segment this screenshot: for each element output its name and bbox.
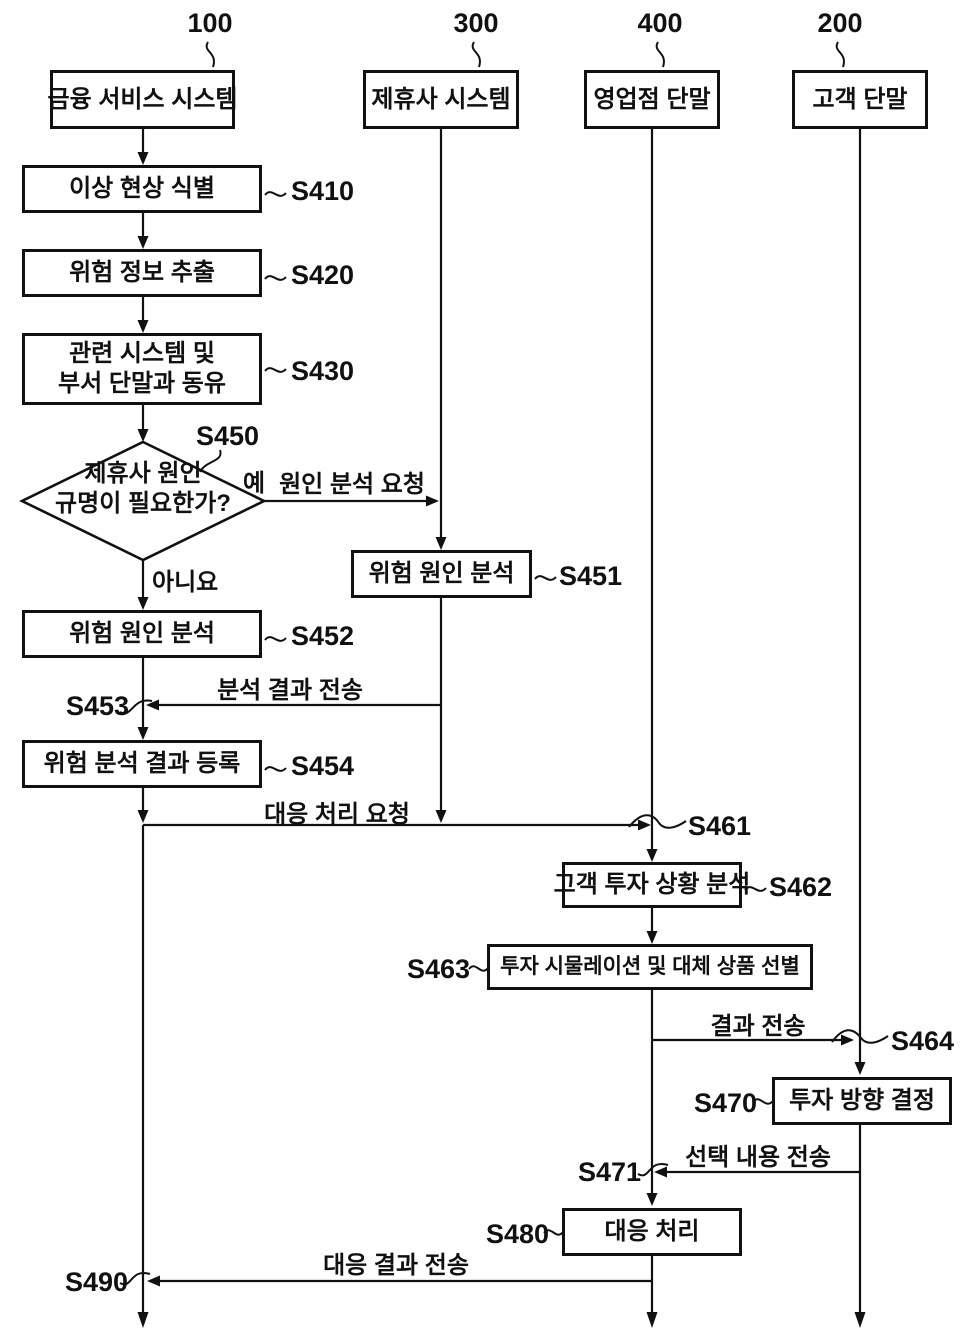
decision-diamond-s450 — [19, 440, 267, 562]
message-label-cause-request: 원인 분석 요청 — [279, 471, 425, 498]
step-label-s453: S453 — [66, 691, 130, 721]
step-label-s464: S464 — [891, 1026, 955, 1056]
actor-box-partner-system: 제휴사 시스템 — [363, 70, 519, 129]
message-label-s461: 대응 처리 요청 — [264, 801, 410, 828]
step-label-s471: S471 — [578, 1157, 642, 1187]
message-label-s453: 분석 결과 전송 — [217, 677, 363, 704]
ref-connector-100 — [205, 41, 215, 68]
ref-number-100: 100 — [187, 8, 233, 38]
squiggle-connectors — [119, 41, 889, 1286]
ref-connector-200 — [835, 41, 845, 68]
process-box-s470: 투자 방향 결정 — [772, 1077, 952, 1125]
process-box-s430-line1: 관련 시스템 및 — [69, 340, 215, 367]
step-label-s470: S470 — [694, 1088, 758, 1118]
message-label-s490: 대응 결과 전송 — [323, 1252, 469, 1279]
process-box-s420: 위험 정보 추출 — [22, 249, 262, 297]
step-label-s461: S461 — [688, 811, 752, 841]
ref-number-200: 200 — [817, 8, 863, 38]
ref-number-400: 400 — [637, 8, 683, 38]
process-box-s430-line2: 부서 단말과 동유 — [58, 370, 226, 397]
process-box-s410: 이상 현상 식별 — [22, 165, 262, 213]
lifelines — [141, 129, 862, 1313]
step-label-s454: S454 — [291, 751, 355, 781]
step-label-s490: S490 — [65, 1267, 129, 1297]
step-label-s451: S451 — [559, 561, 623, 591]
ref-connector-300 — [471, 41, 481, 68]
decision-question-s450: 제휴사 원인 규명이 필요한가? — [55, 459, 231, 519]
decision-no-label: 아니요 — [152, 569, 219, 596]
step-label-s420: S420 — [291, 260, 355, 290]
decision-question-line2: 규명이 필요한가? — [55, 490, 231, 517]
step-label-s430: S430 — [291, 356, 355, 386]
process-box-s451: 위험 원인 분석 — [351, 550, 532, 598]
process-box-s430: 관련 시스템 및 부서 단말과 동유 — [22, 333, 262, 405]
message-lines — [143, 499, 860, 1283]
step-label-s462: S462 — [769, 872, 833, 902]
message-label-s471: 선택 내용 전송 — [685, 1144, 831, 1171]
step-label-s480: S480 — [486, 1219, 550, 1249]
arrowheads — [137, 152, 866, 1328]
decision-yes-label: 예 — [243, 470, 266, 497]
actor-box-financial-service-system: 금융 서비스 시스템 — [48, 70, 238, 129]
decision-question-line1: 제휴사 원인 — [84, 460, 202, 487]
process-box-s480: 대응 처리 — [562, 1208, 742, 1256]
process-box-s463: 투자 시물레이션 및 대체 상품 선별 — [487, 944, 813, 990]
actor-box-branch-terminal: 영업점 단말 — [584, 70, 720, 129]
step-label-s450: S450 — [196, 421, 260, 451]
step-label-s410: S410 — [291, 176, 355, 206]
step-label-s463: S463 — [407, 954, 471, 984]
actor-box-customer-terminal: 고객 단말 — [792, 70, 928, 129]
ref-number-300: 300 — [453, 8, 499, 38]
step-label-s452: S452 — [291, 621, 355, 651]
message-label-s464: 결과 전송 — [710, 1013, 806, 1040]
process-box-s462: 고객 투자 상황 분석 — [554, 862, 750, 908]
ref-connector-400 — [655, 41, 665, 68]
process-box-s452: 위험 원인 분석 — [22, 610, 262, 658]
process-box-s454: 위험 분석 결과 등록 — [22, 740, 262, 788]
